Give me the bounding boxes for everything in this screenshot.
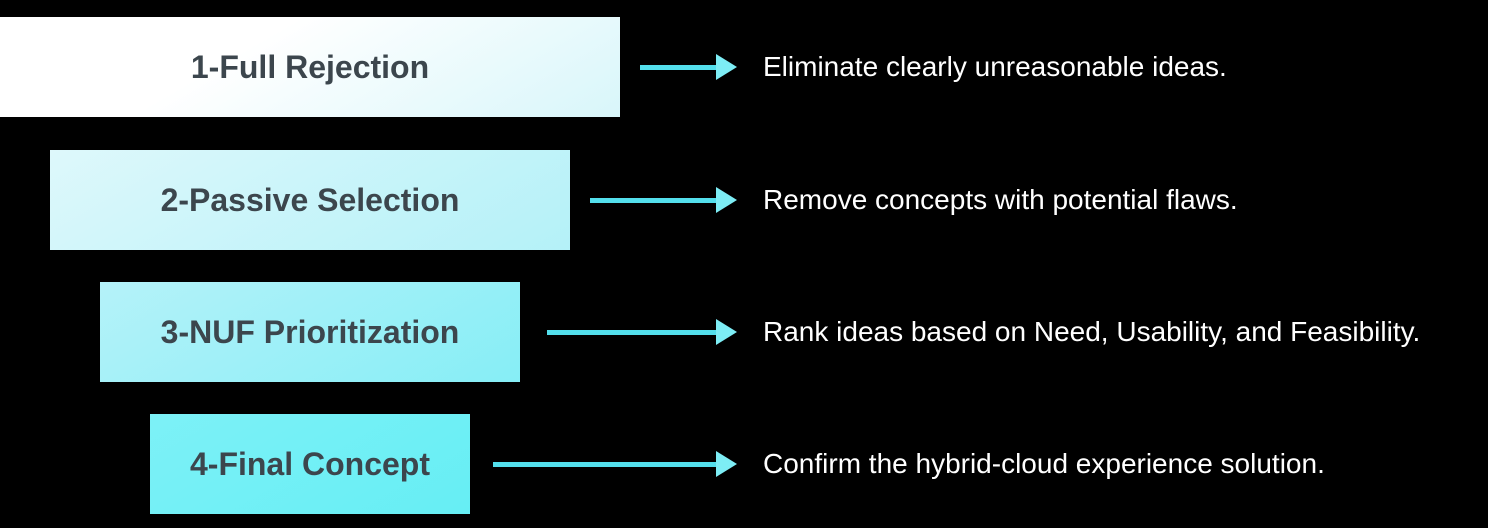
step-box-3: 3-NUF Prioritization xyxy=(100,282,520,382)
right-arrow-icon xyxy=(640,54,737,80)
right-arrow-icon xyxy=(493,451,737,477)
right-arrow-icon xyxy=(590,187,737,213)
step-box-4: 4-Final Concept xyxy=(150,414,470,514)
step-box-2: 2-Passive Selection xyxy=(50,150,570,250)
step-label-4: 4-Final Concept xyxy=(189,445,430,482)
step-description-1: Eliminate clearly unreasonable ideas. xyxy=(763,51,1227,82)
step-description-4: Confirm the hybrid-cloud experience solu… xyxy=(763,448,1325,479)
arrow-shaft xyxy=(640,64,716,70)
arrow-shaft xyxy=(547,329,716,335)
arrow-head xyxy=(716,451,737,477)
step-box-1: 1-Full Rejection xyxy=(0,17,620,117)
step-description-3: Rank ideas based on Need, Usability, and… xyxy=(763,316,1421,347)
step-label-2: 2-Passive Selection xyxy=(160,181,460,218)
step-label-3: 3-NUF Prioritization xyxy=(160,313,460,350)
arrow-head xyxy=(716,187,737,213)
right-arrow-icon xyxy=(547,319,737,345)
arrow-head xyxy=(716,319,737,345)
step-label-1: 1-Full Rejection xyxy=(190,48,430,85)
arrow-head xyxy=(716,54,737,80)
step-description-2: Remove concepts with potential flaws. xyxy=(763,184,1238,215)
arrow-shaft xyxy=(493,461,716,467)
arrow-shaft xyxy=(590,197,716,203)
